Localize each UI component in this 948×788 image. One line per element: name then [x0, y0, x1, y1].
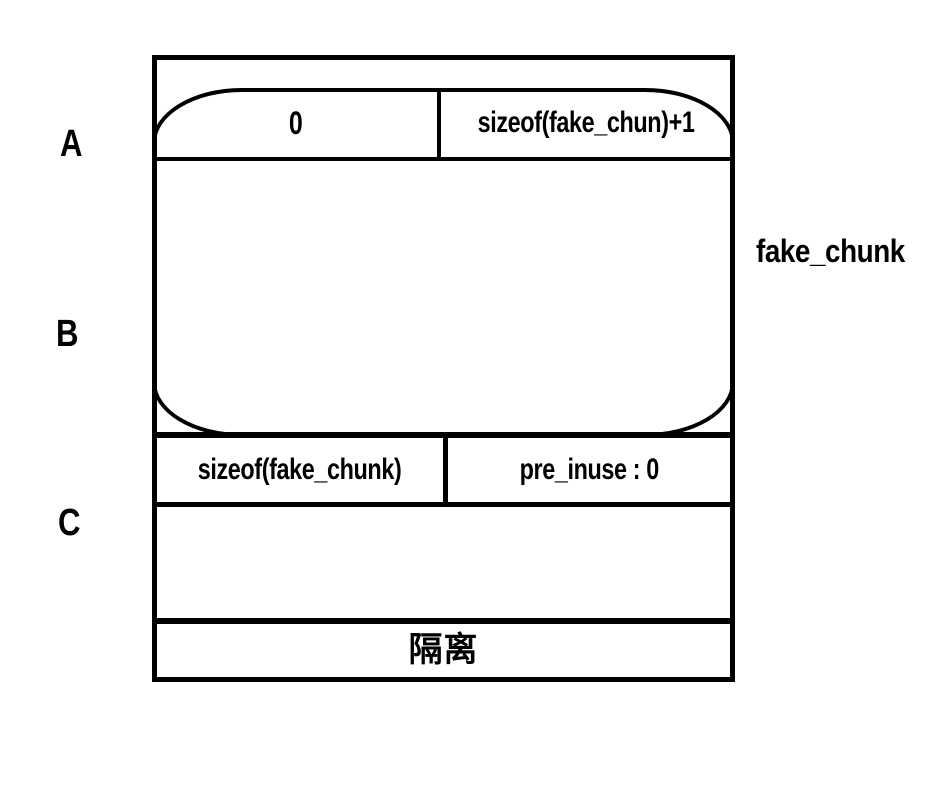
row-label-b: B [56, 312, 83, 358]
next-chunk-size-value: sizeof(fake_chunk) [198, 453, 402, 486]
size-cell: sizeof(fake_chun)+1 [441, 91, 731, 155]
separator-line-3 [152, 618, 735, 624]
fake-chunk-label-text: fake_chunk [756, 233, 905, 269]
isolation-cell: 隔离 [157, 624, 730, 677]
separator-line-2 [152, 502, 735, 507]
pre-inuse-cell: pre_inuse : 0 [448, 438, 730, 502]
separator-line-1 [152, 432, 735, 438]
row-a-column-divider [437, 90, 441, 159]
fake-chunk-label: fake_chunk [756, 232, 927, 270]
row-a-bottom-line [152, 157, 735, 161]
next-chunk-size-cell: sizeof(fake_chunk) [157, 438, 443, 502]
prev-size-cell: 0 [157, 91, 434, 155]
size-value: sizeof(fake_chun)+1 [477, 106, 695, 139]
prev-size-value: 0 [288, 104, 303, 141]
pre-inuse-value: pre_inuse : 0 [519, 453, 659, 486]
row-label-a-text: A [60, 123, 83, 165]
row-label-a: A [60, 122, 87, 168]
size-row-column-divider [443, 438, 448, 502]
row-label-b-text: B [56, 313, 79, 355]
row-label-c: C [58, 501, 85, 547]
isolation-label: 隔离 [408, 631, 479, 670]
row-label-c-text: C [58, 502, 81, 544]
